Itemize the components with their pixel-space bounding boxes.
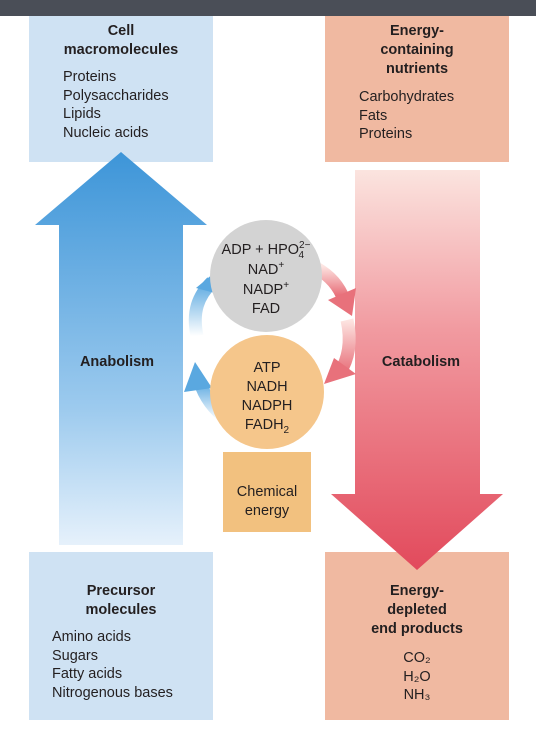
precursor-list: Amino acids Sugars Fatty acids Nitrogeno… [52, 628, 213, 702]
fadh2-label: FADH2 [245, 417, 290, 436]
list-item: Polysaccharides [63, 87, 169, 104]
list-item: Nucleic acids [63, 124, 149, 141]
list-item: CO₂ [403, 650, 431, 666]
nadh-label: NADH [246, 379, 287, 395]
anabolism-label: Anabolism [80, 354, 154, 370]
cycle-arrowhead-lower-left [184, 362, 212, 392]
list-item: H₂O [403, 668, 431, 685]
energy-depleted-end-products-box: Energy- depleted end products CO₂ H₂O NH… [325, 552, 509, 720]
precursor-molecules-box: Precursor molecules Amino acids Sugars F… [29, 552, 213, 720]
list-item: Fatty acids [52, 666, 123, 682]
cell-macromolecules-box: Cell macromolecules Proteins Polysacchar… [29, 16, 213, 162]
nutrients-title-2: containing [380, 42, 454, 58]
end-products-list: CO₂ H₂O NH₃ [325, 649, 509, 705]
end-products-title-3: end products [371, 621, 463, 637]
atp-circle [210, 335, 324, 449]
list-item: Nitrogenous bases [52, 684, 173, 701]
nutrients-list: Carbohydrates Fats Proteins [359, 88, 509, 144]
energy-containing-nutrients-box: Energy- containing nutrients Carbohydrat… [325, 16, 509, 162]
nutrients-title-3: nutrients [385, 61, 449, 77]
list-item: Fats [359, 107, 388, 124]
cell-macromolecules-title-1: Cell [107, 23, 135, 39]
nutrients-title-1: Energy- [390, 23, 444, 39]
list-item: NH₃ [403, 687, 431, 703]
nadph-label: NADPH [242, 398, 293, 414]
cycle-arrowhead-lower-right [324, 358, 356, 384]
list-item: Proteins [63, 69, 117, 85]
nadp-label: NADP+ [243, 280, 289, 298]
anabolism-arrow [35, 152, 207, 545]
adp-hpo4-label: ADP + HPO2−4 [222, 240, 311, 261]
cell-macromolecules-list: Proteins Polysaccharides Lipids Nucleic … [63, 68, 213, 142]
fad-label: FAD [252, 301, 280, 317]
end-products-title-1: Energy- [390, 583, 444, 599]
chemical-energy-label-2: energy [245, 503, 290, 519]
list-item: Amino acids [52, 629, 131, 645]
precursor-title-1: Precursor [86, 583, 156, 599]
chemical-energy-box [223, 452, 311, 532]
list-item: Proteins [359, 126, 413, 142]
end-products-title-2: depleted [387, 602, 447, 618]
catabolism-label: Catabolism [382, 354, 460, 370]
chemical-energy-label-1: Chemical [237, 484, 297, 500]
cell-macromolecules-title-2: macromolecules [63, 42, 179, 58]
precursor-title-2: molecules [85, 602, 157, 618]
atp-label: ATP [253, 360, 280, 376]
list-item: Sugars [52, 647, 98, 664]
top-bar [0, 0, 536, 16]
cycle-arrowhead-upper-right [328, 288, 356, 316]
list-item: Carbohydrates [359, 89, 455, 105]
list-item: Lipids [63, 106, 101, 122]
catabolism-arrow [331, 170, 503, 570]
adp-circle [210, 220, 322, 332]
nad-label: NAD+ [248, 260, 285, 278]
